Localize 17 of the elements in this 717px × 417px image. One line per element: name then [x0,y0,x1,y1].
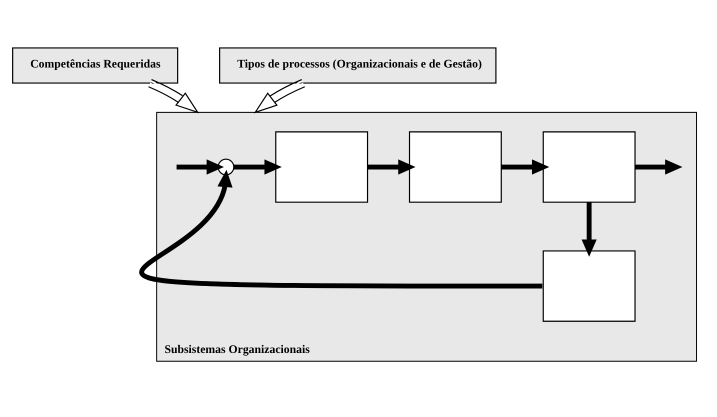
arrow [368,159,416,175]
arrow [635,159,682,175]
arrow [148,79,200,114]
arrow [140,170,542,289]
node-box [542,250,636,322]
cluster: Subsistemas Organizacionais [156,112,698,362]
node-box [275,131,368,203]
node-box [408,131,502,203]
node-box: Tipos de processos (Organizacionais e de Gestão) [219,47,496,84]
arrow [501,159,550,175]
node-circle [218,158,234,176]
arrow [176,159,224,175]
arrow [254,79,306,114]
node-box [542,131,636,203]
arrow [234,159,282,175]
arrow [582,202,597,257]
node-box: Competências Requeridas [12,47,178,84]
